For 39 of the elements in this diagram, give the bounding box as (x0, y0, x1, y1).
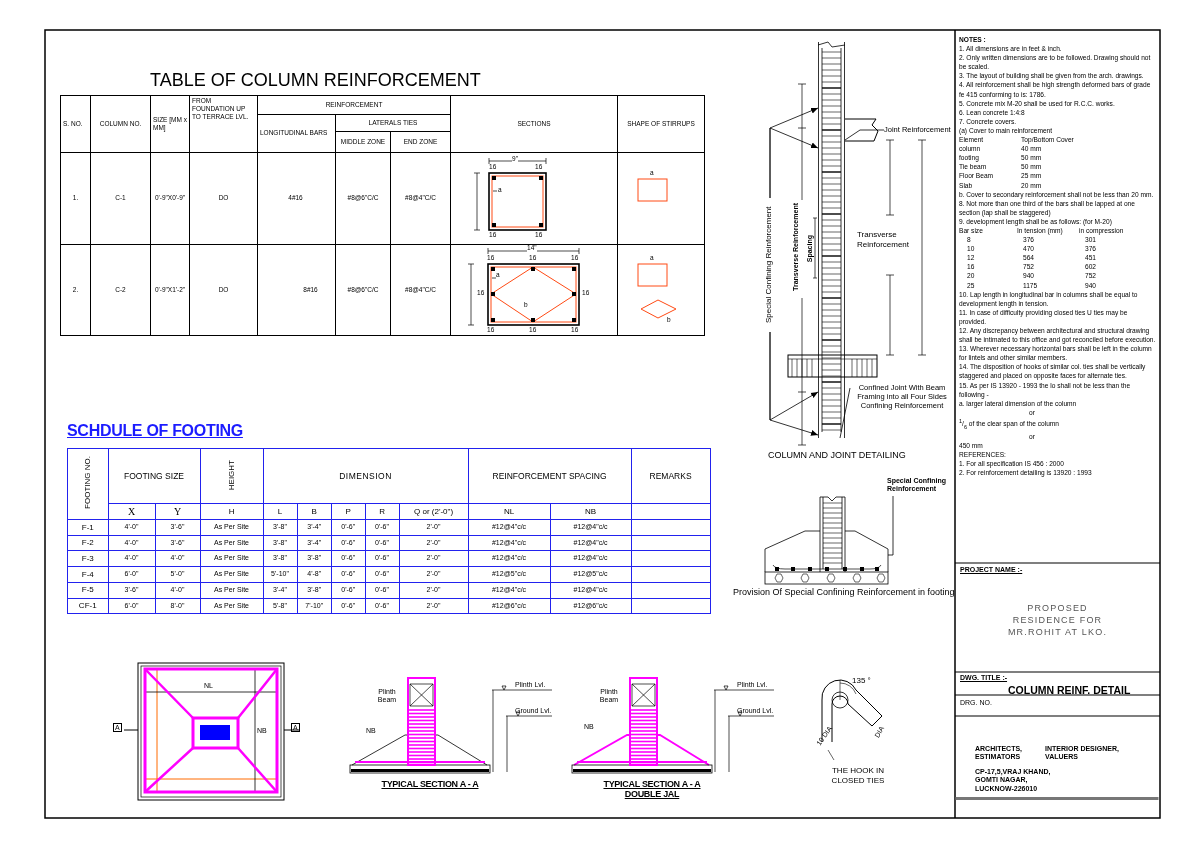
table-title: SCHDULE OF FOOTING (67, 421, 243, 441)
callout-text: Special Confining Reinforcement (764, 198, 776, 332)
project-name: PROPOSED RESIDENCE FOR MR.ROHIT AT LKO. (1006, 602, 1109, 639)
table-cell: CF-1 (67, 598, 108, 614)
footing-section-drawing (765, 497, 888, 585)
table-cell: F-5 (67, 582, 108, 598)
table-header: R (365, 503, 399, 520)
drawing-title: Provision Of Special Confining Reinforcement in footing (733, 587, 955, 598)
drawing-title: TYPICAL SECTION A - A (380, 779, 480, 790)
leader-line (839, 387, 851, 439)
table-header: NL (468, 503, 551, 520)
drawing-title: THE HOOK IN CLOSED TIES (830, 766, 886, 786)
drawing-title: COLUMN REINF. DETAIL (1008, 684, 1131, 697)
table-header: Q or (2'-0") (399, 503, 469, 520)
table-header: Y (155, 503, 200, 520)
table-header: DIMENSION (263, 448, 469, 504)
table-cell: F-4 (67, 566, 108, 583)
table-header: P (331, 503, 365, 520)
leader-line (844, 129, 885, 141)
table-cell: F-3 (67, 550, 108, 567)
table-header: X (108, 503, 155, 520)
leader-line (887, 495, 894, 556)
angle-label: 135 ° (852, 676, 871, 686)
table-title: TABLE OF COLUMN REINFORCEMENT (150, 70, 481, 92)
table-header: NB (550, 503, 632, 520)
table-header: REINFORCEMENT SPACING (468, 448, 632, 504)
table-cell: F-1 (67, 519, 108, 536)
table-header: FOOTING NO. (82, 456, 93, 510)
table-header: L (263, 503, 297, 520)
annotation-text: Transverse Reinforcement (857, 230, 911, 250)
table-header: B (297, 503, 332, 520)
drawing-title: COLUMN AND JOINT DETAILING (768, 450, 906, 461)
table-header: HEIGHT (226, 459, 237, 490)
table-cell: F-2 (67, 535, 108, 551)
drawing-title: TYPICAL SECTION A - A DOUBLE JAL (602, 779, 702, 800)
table-header: FOOTING SIZE (108, 448, 200, 504)
table-header: H (200, 503, 263, 520)
table-header: REMARKS (631, 448, 711, 504)
column-elevation-drawing (818, 42, 845, 438)
